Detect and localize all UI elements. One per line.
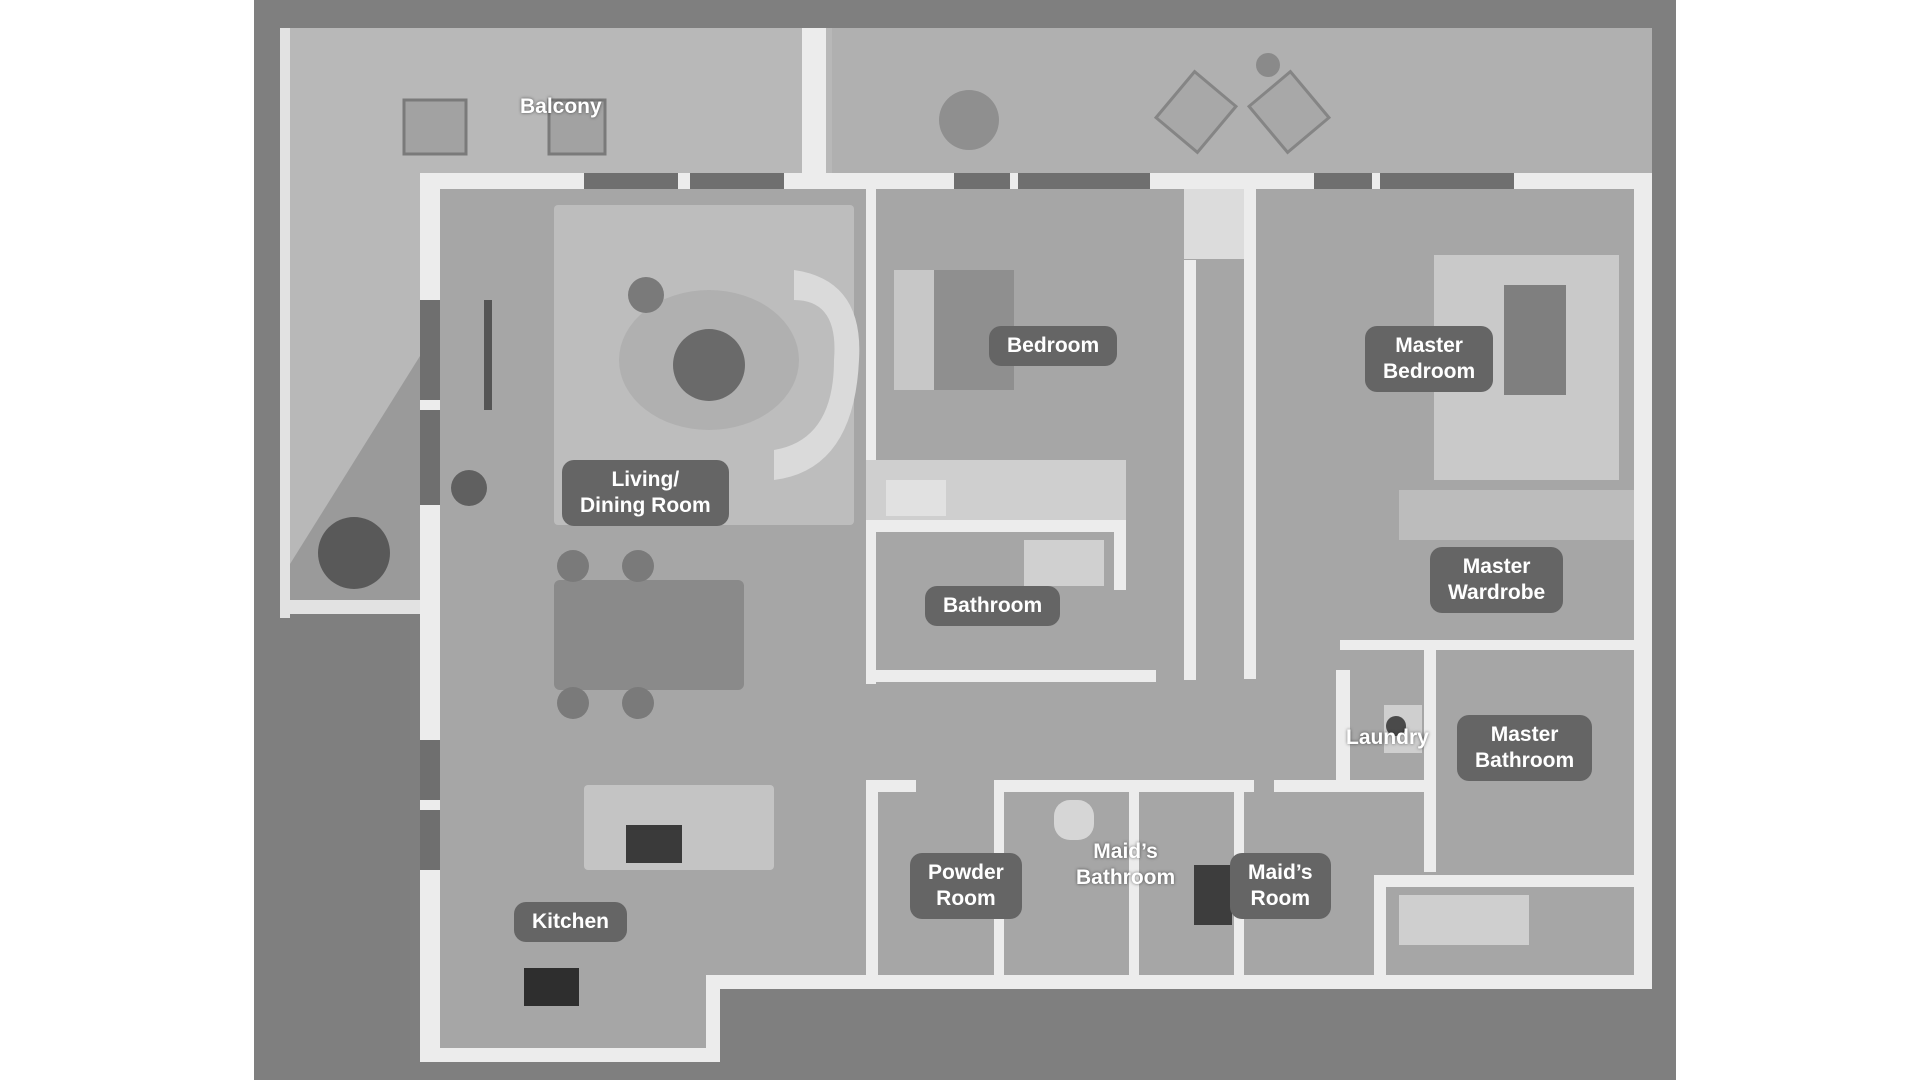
room-label-bedroom: Bedroom — [989, 326, 1118, 366]
room-label-master-bathroom: Master Bathroom — [1457, 715, 1593, 781]
room-label-line: Bathroom — [1475, 749, 1575, 772]
room-label-master-wardrobe: Master Wardrobe — [1430, 547, 1564, 613]
room-label-bathroom: Bathroom — [925, 586, 1061, 626]
room-label-line: Bedroom — [1007, 334, 1100, 357]
room-label-line: Kitchen — [532, 910, 610, 933]
room-label-line: Powder — [928, 861, 1004, 884]
room-label-line: Laundry — [1346, 726, 1429, 749]
room-label-master-bedroom: Master Bedroom — [1365, 326, 1494, 392]
floor-plan-drawing — [280, 28, 1652, 1062]
balcony-shadow — [280, 340, 430, 612]
floor-plan-image: Balcony Bedroom Master Bedroom Living/ D… — [254, 0, 1676, 1080]
room-label-maids-room: Maid’s Room — [1230, 853, 1331, 919]
room-label-laundry: Laundry — [1346, 725, 1429, 751]
balcony-railing — [280, 28, 290, 618]
room-label-line: Maid’s — [1248, 861, 1313, 884]
room-label-line: Maid’s — [1093, 840, 1158, 863]
room-label-line: Bedroom — [1383, 360, 1476, 383]
room-label-line: Room — [1250, 887, 1311, 910]
furniture — [318, 53, 1619, 1006]
room-label-line: Dining Room — [580, 494, 711, 517]
room-label-line: Bathroom — [1076, 866, 1176, 889]
walls — [420, 28, 1652, 1062]
room-label-balcony: Balcony — [520, 94, 602, 120]
room-label-line: Room — [936, 887, 996, 910]
room-label-line: Balcony — [520, 95, 602, 118]
room-label-living-dining: Living/ Dining Room — [562, 460, 729, 526]
room-label-maids-bathroom: Maid’s Bathroom — [1076, 839, 1175, 891]
room-label-line: Master — [1462, 555, 1531, 578]
room-label-line: Bathroom — [943, 594, 1043, 617]
room-label-powder-room: Powder Room — [910, 853, 1022, 919]
room-label-line: Master — [1395, 334, 1463, 357]
room-label-line: Master — [1490, 723, 1559, 746]
room-label-line: Wardrobe — [1448, 581, 1546, 604]
room-label-line: Living/ — [611, 468, 680, 491]
balcony-railing-bottom — [280, 600, 440, 614]
room-label-kitchen: Kitchen — [514, 902, 628, 942]
